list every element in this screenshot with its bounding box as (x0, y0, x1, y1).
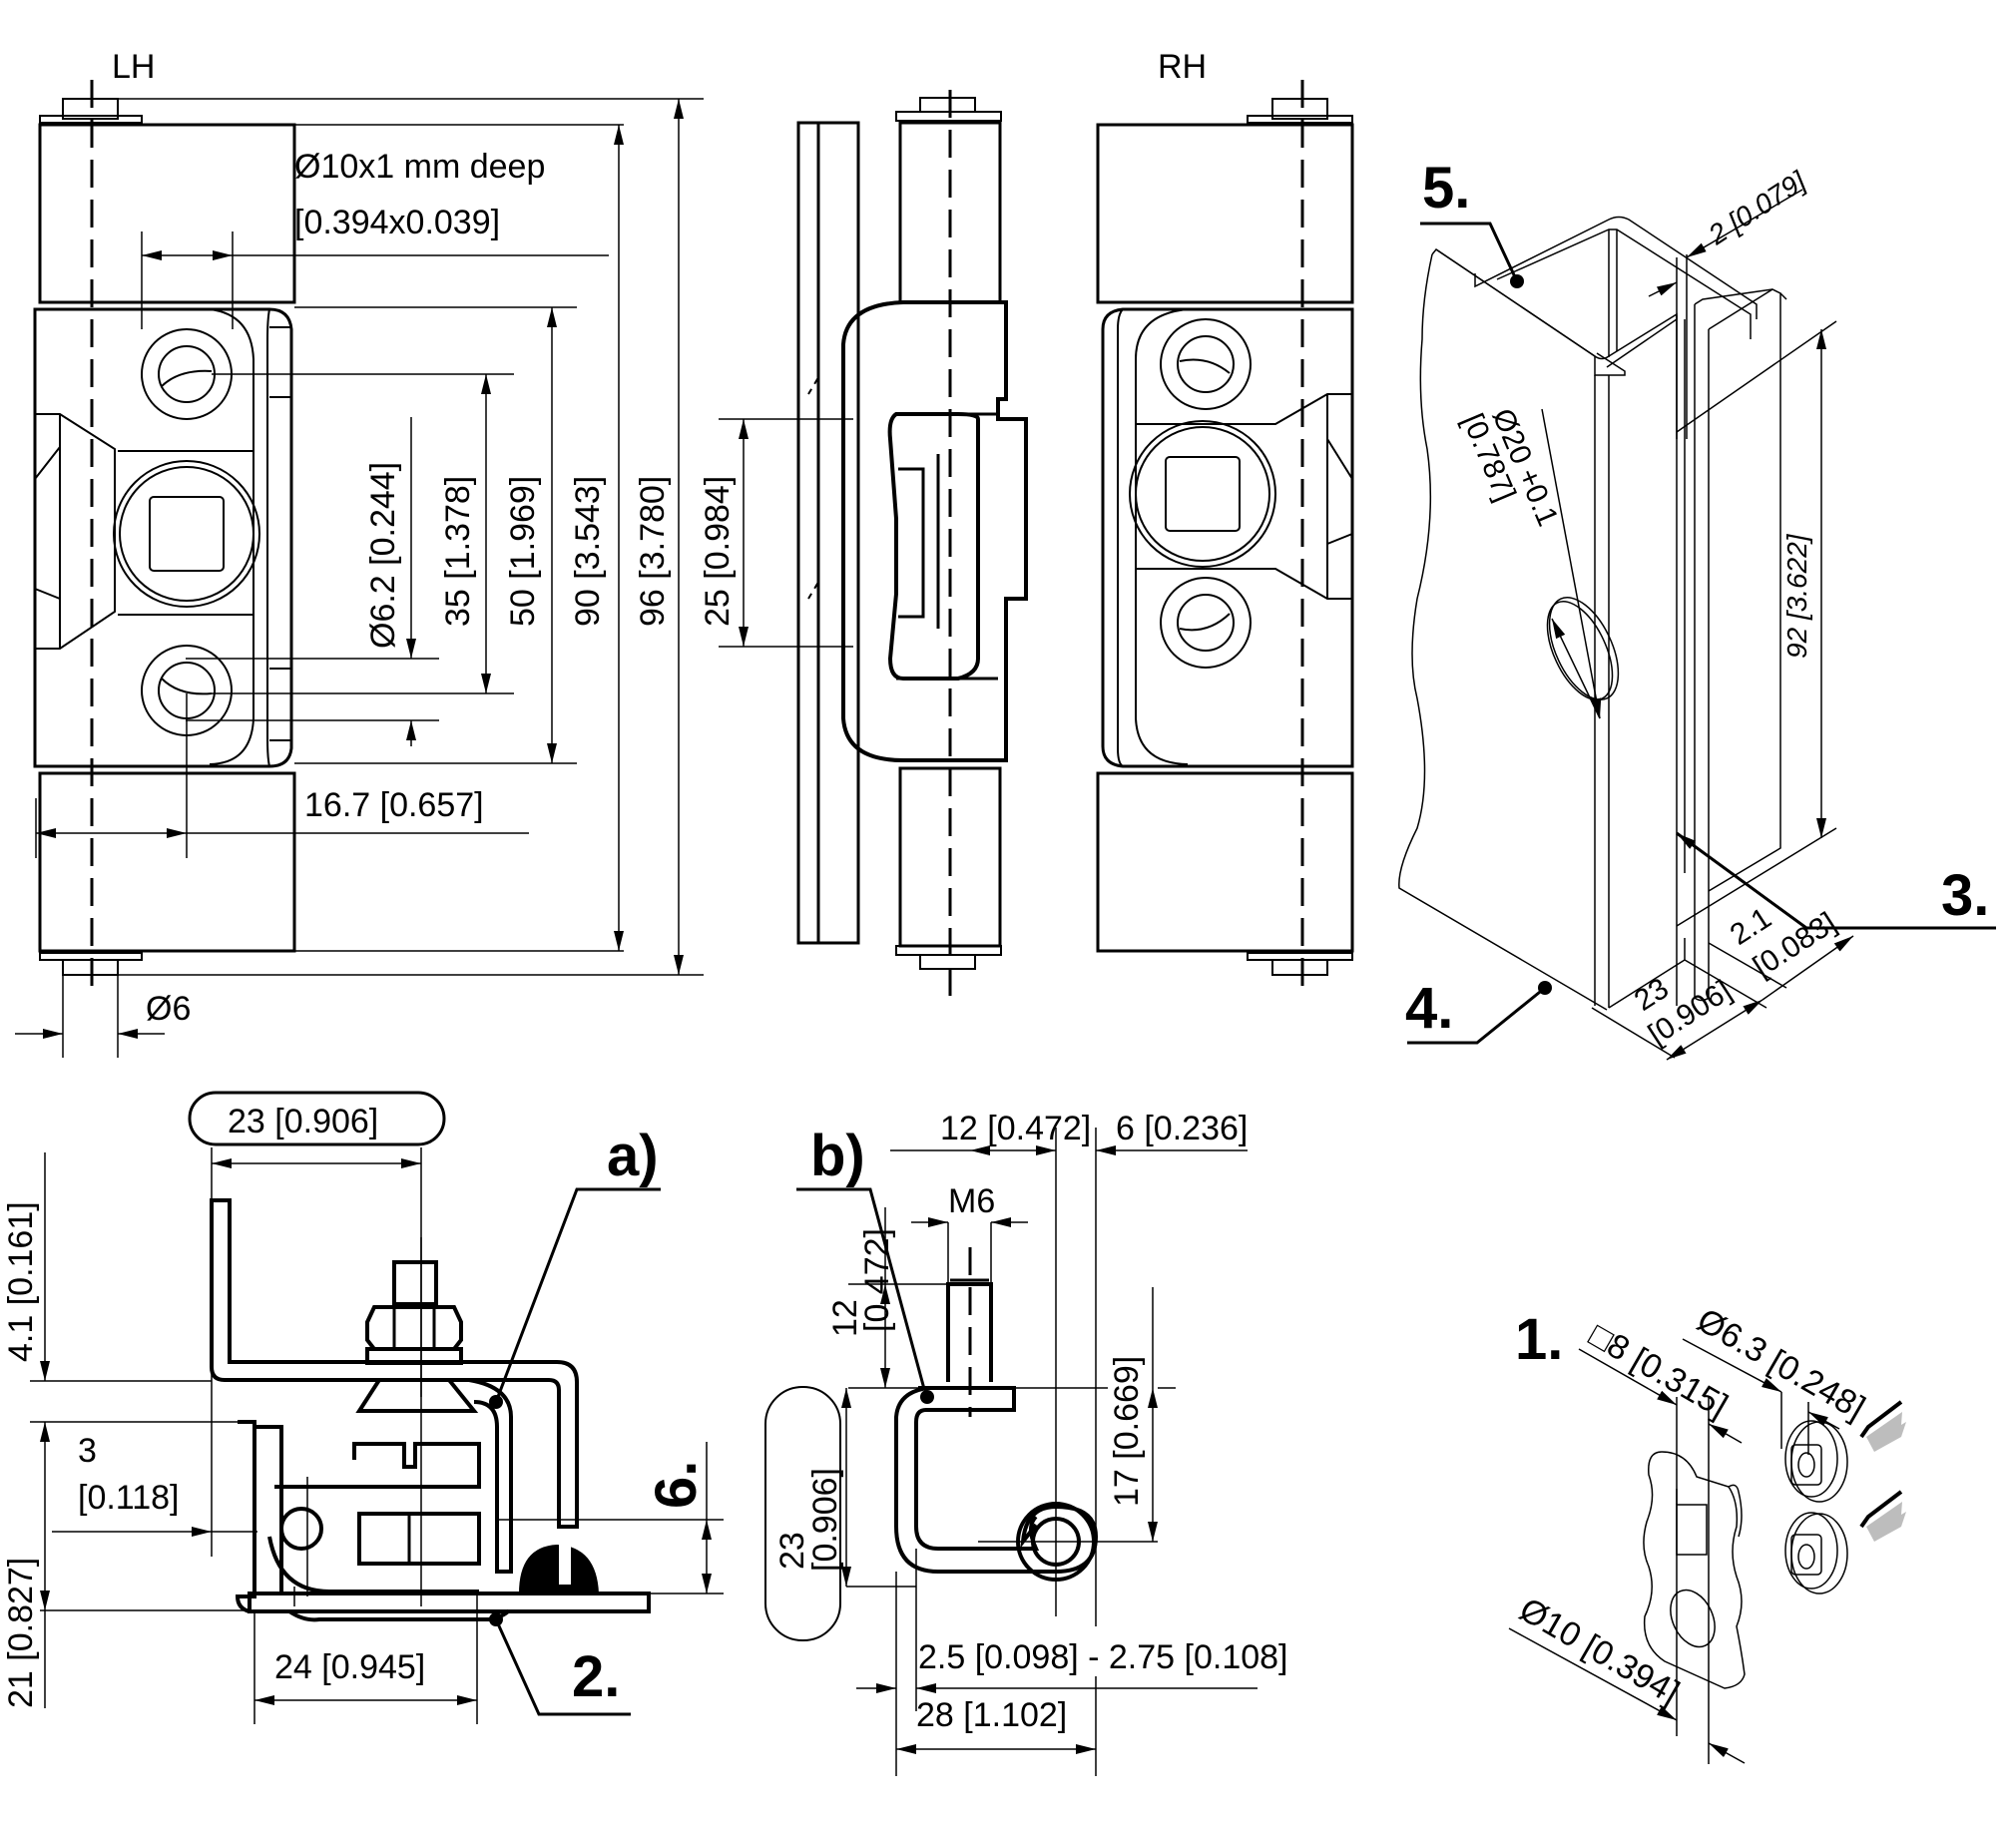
dim-23-box-text: 23 [0.906] (228, 1103, 378, 1140)
dim-16-7: 16.7 [0.657] (304, 786, 484, 824)
dim-50: 50 [1.969] (504, 476, 542, 627)
dim-6: 6 [0.236] (1116, 1110, 1248, 1147)
square-drive-outer (113, 460, 260, 608)
dim-3-b: [0.118] (78, 1479, 179, 1517)
square-slot (1676, 1504, 1708, 1556)
dim-4-1: 4.1 [0.161] (2, 1201, 40, 1362)
callout-4: 4. (1405, 976, 1453, 1041)
profile-isometric: Ø20 +0.1 [0.787] 2 [0.079] 92 [3.622] 23… (1398, 156, 1996, 1061)
callout-b: b) (810, 1124, 865, 1188)
section-b: b) 12 [0.472] 6 [0.236] M6 12 (764, 1110, 1288, 1776)
dim-12-side-b: [0.472] (858, 1228, 896, 1332)
callout-a: a) (607, 1124, 659, 1188)
angle-bracket (210, 1198, 579, 1529)
callout-2: 2. (572, 1644, 620, 1709)
dim-m6: M6 (948, 1182, 995, 1220)
rh-front-view: RH (1096, 48, 1354, 998)
bottom-knuckle (38, 771, 296, 953)
dim-12-side-a: 12 (826, 1299, 864, 1337)
lh-front-view: LH Ø10x1 m (15, 48, 704, 1058)
callout-5: 5. (1422, 156, 1470, 221)
hole-spec-line2: [0.394x0.039] (294, 204, 500, 241)
washer-1 (1790, 1421, 1848, 1503)
callout-3: 3. (1941, 863, 1989, 928)
square-drive (149, 496, 225, 572)
hole-spec-line1: Ø10x1 mm deep (294, 148, 545, 186)
dim-24: 24 [0.945] (274, 1648, 425, 1686)
callout-6: 6. (644, 1461, 709, 1509)
backing-plate (1643, 1451, 1746, 1689)
base-plate (248, 1592, 651, 1613)
dim-range: 2.5 [0.098] - 2.75 [0.108] (918, 1638, 1288, 1676)
dim-12-top: 12 [0.472] (940, 1110, 1091, 1147)
dim-23-box-b: [0.906] (806, 1468, 844, 1572)
dim-23-box (188, 1091, 446, 1146)
side-view: 25 [0.984] (699, 90, 1028, 1003)
washer-2 (1790, 1513, 1848, 1594)
dim-90: 90 [3.543] (569, 476, 607, 627)
dim-35: 35 [1.378] (439, 476, 477, 627)
bracket-b-outer (894, 1386, 1099, 1574)
dim-96: 96 [3.780] (634, 476, 672, 627)
dim-thickness: 2 [0.079] (1703, 165, 1812, 251)
dim-3-a: 3 (78, 1432, 97, 1470)
side-body (841, 300, 1028, 762)
upper-screw-hole (158, 345, 216, 403)
section-a: 23 [0.906] (2, 1091, 724, 1724)
dim-hole-dia: Ø6.2 [0.244] (364, 462, 402, 649)
insert-arrow-1 (1866, 1412, 1906, 1452)
side-plate (796, 121, 860, 945)
dim-92: 92 [3.622] (1781, 533, 1812, 659)
dim-23-box-a: 23 (773, 1532, 811, 1570)
hinge-body (33, 307, 293, 768)
dim-10: Ø10 [0.394] (1513, 1591, 1686, 1712)
bore-hole (1548, 597, 1620, 700)
lh-label: LH (112, 48, 155, 86)
dim-17: 17 [0.669] (1108, 1356, 1146, 1507)
top-knuckle (38, 123, 296, 304)
rh-body (1101, 307, 1354, 768)
rh-bottom-knuckle (1096, 771, 1354, 953)
callout-1: 1. (1515, 1307, 1563, 1372)
round-hole (1670, 1589, 1716, 1648)
detail-1: 1. □8 [0.315] Ø6.3 [0.248] Ø10 (1508, 1301, 1906, 1764)
dim-25: 25 [0.984] (699, 476, 737, 627)
rh-top-knuckle (1096, 123, 1354, 304)
dim-23-vertical-box (764, 1386, 841, 1641)
dim-pin-dia: Ø6 (146, 990, 191, 1028)
rh-label: RH (1158, 48, 1207, 86)
dim-28: 28 [1.102] (916, 1696, 1067, 1734)
insert-arrow-2 (1866, 1502, 1906, 1542)
dim-21: 21 [0.827] (2, 1558, 40, 1708)
